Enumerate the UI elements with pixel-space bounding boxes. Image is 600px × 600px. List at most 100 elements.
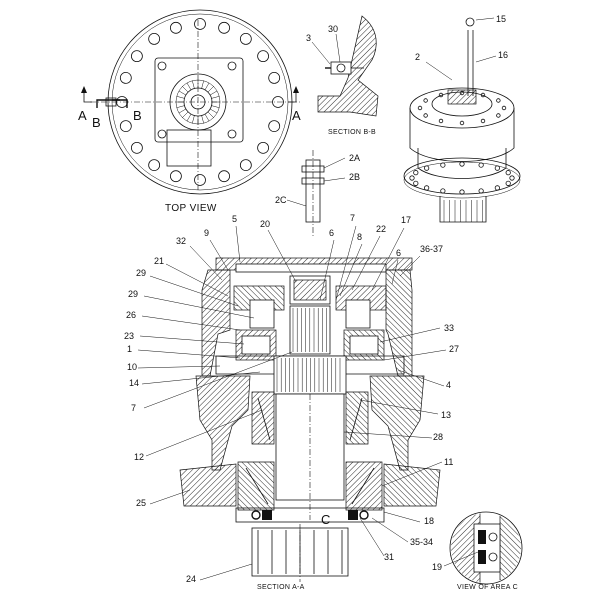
callout-32: 32	[176, 236, 186, 246]
leader-line	[149, 489, 191, 505]
bolt-hole	[218, 21, 231, 34]
gear-tooth	[176, 96, 185, 99]
callout-8: 8	[357, 232, 362, 242]
gear-tooth	[201, 80, 204, 89]
iso-bolt	[413, 170, 419, 176]
iso-top-bolt	[438, 118, 444, 124]
callout-31: 31	[384, 552, 394, 562]
iso-bolt	[440, 188, 446, 194]
leader-line	[323, 157, 346, 169]
iso-bolt	[478, 188, 484, 194]
gear-tooth	[192, 80, 195, 89]
leader-line	[141, 371, 261, 385]
iso-top-bolt	[423, 113, 428, 118]
callout-35-34: 35-34	[410, 537, 433, 547]
iso-output-pinion	[443, 200, 483, 222]
leader-line	[383, 349, 447, 361]
gear-tooth	[178, 90, 187, 96]
bolt-hole	[268, 71, 281, 84]
iso-bolt	[494, 165, 500, 171]
iso-bolt	[459, 189, 465, 195]
bolt-hole	[148, 32, 161, 45]
section-bb-title: SECTION B-B	[328, 129, 376, 136]
iso-bolt	[413, 180, 419, 186]
callout-25: 25	[136, 498, 146, 508]
iso-top-bolt	[496, 113, 501, 118]
bolt-hole	[239, 32, 252, 45]
section-bb-view	[311, 15, 379, 117]
callout-26: 26	[126, 310, 136, 320]
callout-29a: 29	[136, 268, 146, 278]
callout-leader-lines	[137, 157, 447, 581]
leader-line	[137, 365, 221, 369]
iso-top-bolt	[459, 120, 465, 126]
iso-top-bolt	[480, 92, 486, 98]
leader-line	[371, 227, 405, 291]
callout-14: 14	[129, 378, 139, 388]
callout-7b: 7	[131, 403, 136, 413]
sun-gear-teeth	[292, 308, 327, 352]
leader-line	[209, 239, 229, 271]
callout-12: 12	[134, 452, 144, 462]
bolt-hole	[257, 50, 270, 63]
callout-6b: 6	[396, 248, 401, 258]
gear-tooth	[209, 90, 218, 96]
callout-33: 33	[444, 323, 454, 333]
callout-1: 1	[127, 344, 132, 354]
iso-bolt-circle	[409, 90, 515, 195]
callout-36-37: 36-37	[420, 244, 443, 254]
iso-bolt	[509, 175, 515, 181]
leader-line	[143, 295, 255, 319]
bolt-hole	[218, 170, 231, 183]
callout-29b: 29	[128, 289, 138, 299]
callout-18: 18	[424, 516, 434, 526]
gear-tooth	[209, 108, 218, 114]
leader-line	[139, 335, 245, 345]
gear-tooth	[182, 111, 189, 118]
gear-tooth	[204, 82, 210, 91]
leader-line	[143, 351, 293, 409]
gear-tooth	[176, 105, 185, 108]
leader-line	[379, 327, 441, 343]
gear-tooth	[192, 115, 195, 124]
callout-11: 11	[444, 457, 453, 467]
callout-23: 23	[124, 331, 134, 341]
bolt-hole	[130, 141, 143, 154]
leader-line	[351, 235, 381, 291]
iso-bolt	[505, 180, 511, 186]
iso-bolt	[440, 162, 446, 168]
top-view-title: TOP VIEW	[165, 203, 217, 214]
leader-line	[323, 177, 346, 182]
iso-bolt	[459, 161, 465, 167]
leader-line	[381, 461, 443, 487]
gear-tooth	[201, 115, 204, 124]
section-mark-b-right: B	[133, 108, 142, 123]
callout-16: 16	[498, 50, 508, 60]
bolt-hole	[119, 120, 132, 133]
callout-3: 3	[306, 33, 311, 43]
bolt-hole	[257, 141, 270, 154]
gear-tooth	[204, 113, 210, 122]
iso-bolt	[494, 185, 500, 191]
callout-20: 20	[260, 219, 270, 229]
isometric-view	[403, 17, 521, 223]
section-mark-b-left: B	[92, 115, 101, 130]
gear-tooth	[186, 82, 192, 91]
leader-line	[399, 255, 421, 277]
callout-4: 4	[446, 380, 451, 390]
gear-tooth	[186, 113, 192, 122]
callout-10: 10	[127, 362, 137, 372]
leader-line	[359, 517, 385, 557]
output-spline	[276, 358, 341, 392]
iso-top-bolt	[480, 118, 486, 124]
iso-top-bolt	[496, 98, 501, 103]
iso-bolt	[424, 165, 430, 171]
bolt-hole	[268, 120, 281, 133]
bolt-hole	[148, 159, 161, 172]
callout-5: 5	[232, 214, 237, 224]
leader-line	[149, 275, 239, 307]
bolt-hole	[130, 50, 143, 63]
callout-17: 17	[401, 215, 411, 225]
